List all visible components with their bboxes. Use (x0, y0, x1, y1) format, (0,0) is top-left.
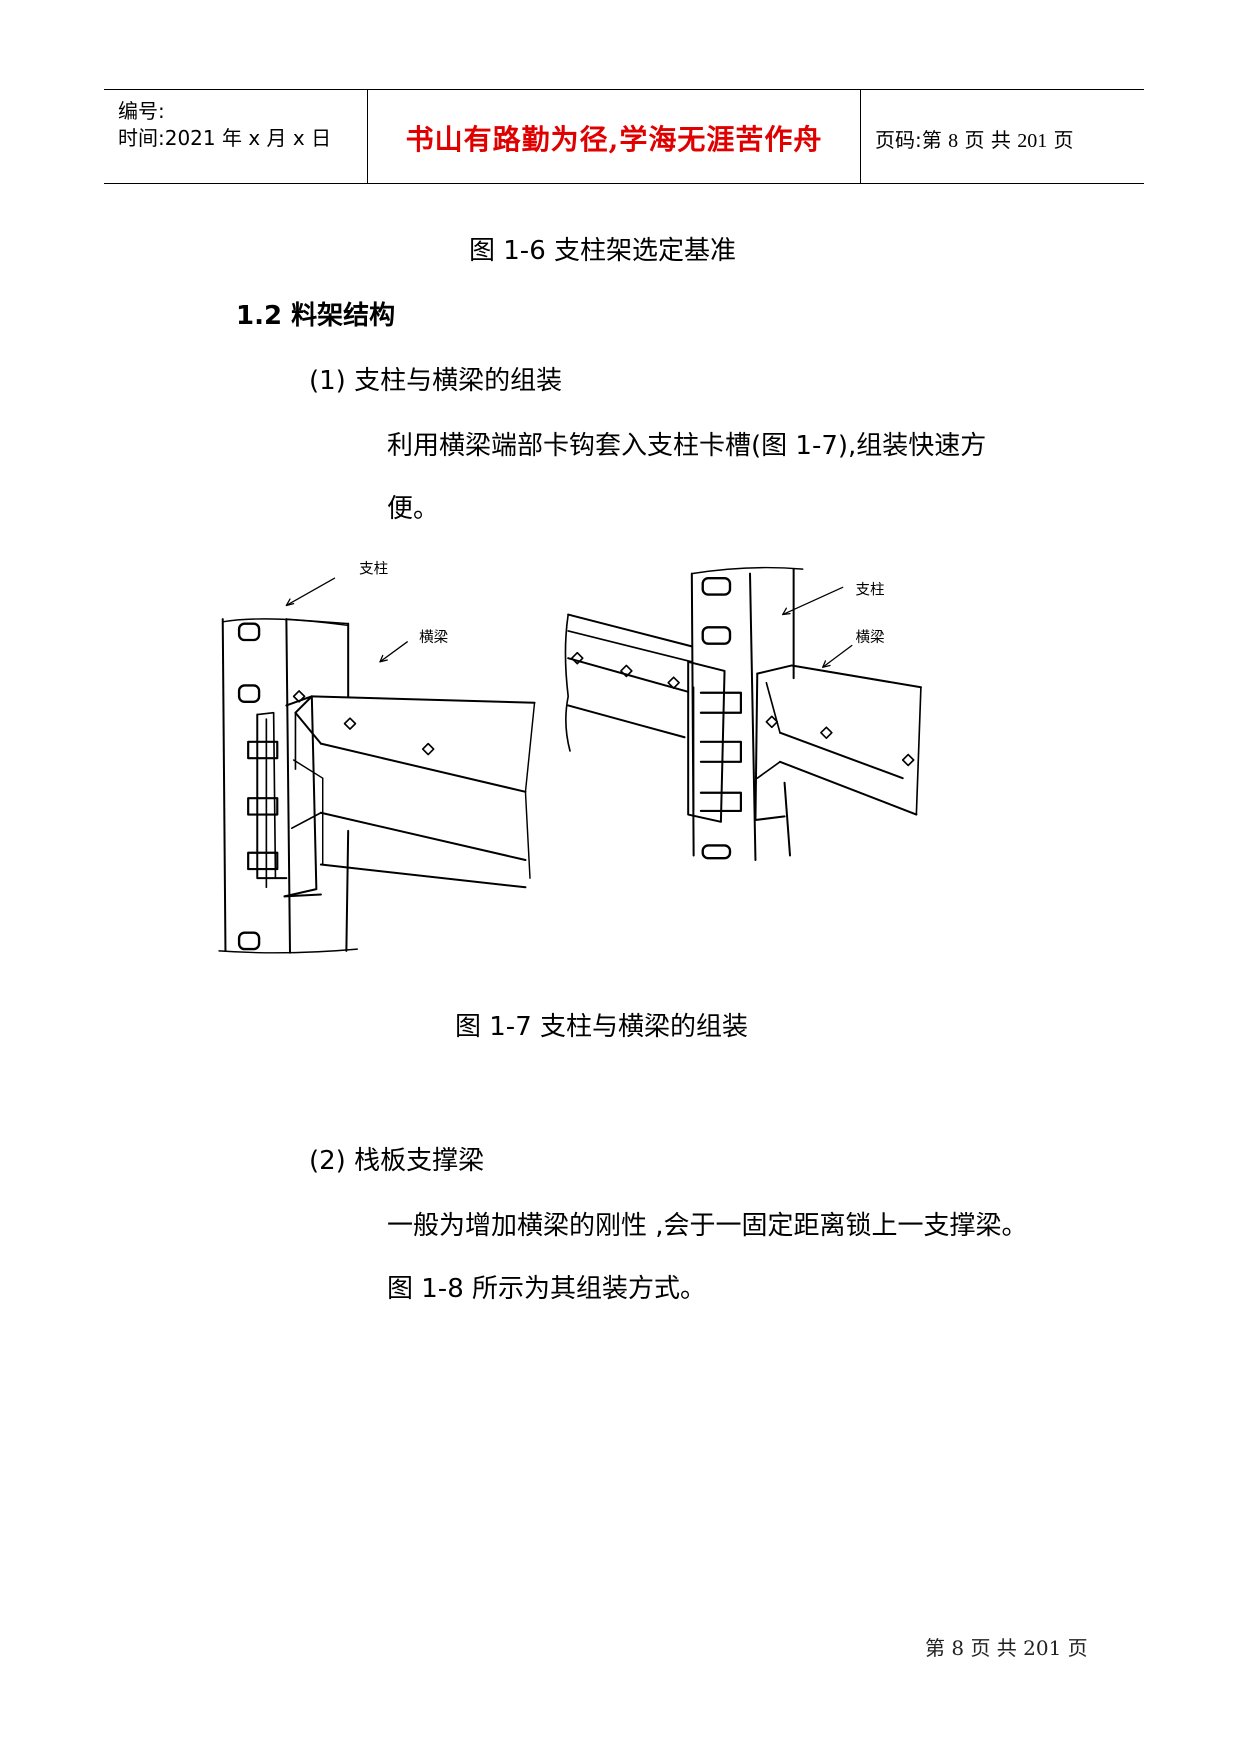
right-beam-label: 横梁 (855, 629, 884, 646)
header-page-cell: 页码:第 8 页 共 201 页 (861, 90, 1144, 183)
page-indicator: 页码:第 8 页 共 201 页 (875, 124, 1074, 153)
item-2-text-line1: 一般为增加横梁的刚性 ,会于一固定距离锁上一支撑梁。 (387, 1211, 1028, 1241)
header-info-cell: 编号: 时间:2021 年 x 月 x 日 (104, 90, 368, 183)
section-title: 1.2 料架结构 (236, 301, 396, 331)
left-beam-label: 横梁 (419, 629, 448, 646)
item-1-title: (1) 支柱与横梁的组装 (309, 366, 563, 396)
header-motto-cell: 书山有路勤为径,学海无涯苦作舟 (368, 90, 861, 183)
motto-text: 书山有路勤为径,学海无涯苦作舟 (405, 123, 823, 156)
item-1-text-line2: 便。 (387, 494, 440, 524)
page-mid: 页 共 (964, 128, 1011, 152)
item-2-text-line2: 图 1-8 所示为其组装方式。 (387, 1274, 706, 1304)
page-footer: 第 8 页 共 201 页 (925, 1636, 1088, 1660)
figure-1-6-caption: 图 1-6 支柱架选定基准 (469, 236, 736, 266)
doc-number-label: 编号: (118, 99, 165, 123)
left-post-label: 支柱 (359, 561, 388, 578)
page-total: 201 (1017, 130, 1048, 152)
right-post-label: 支柱 (855, 582, 884, 599)
item-2-title: (2) 栈板支撑梁 (309, 1146, 485, 1176)
header-table: 编号: 时间:2021 年 x 月 x 日 书山有路勤为径,学海无涯苦作舟 页码… (104, 89, 1144, 184)
page-suffix: 页 (1053, 128, 1074, 152)
page-number: 8 (948, 130, 959, 152)
item-1-text-line1: 利用横梁端部卡钩套入支柱卡槽(图 1-7),组装快速方 (387, 431, 987, 461)
page-prefix: 页码:第 (875, 128, 942, 152)
doc-time-label: 时间:2021 年 x 月 x 日 (118, 126, 332, 150)
figure-1-7-drawing: 支柱 横梁 (170, 560, 1090, 960)
figure-1-7-caption: 图 1-7 支柱与横梁的组装 (455, 1012, 748, 1042)
